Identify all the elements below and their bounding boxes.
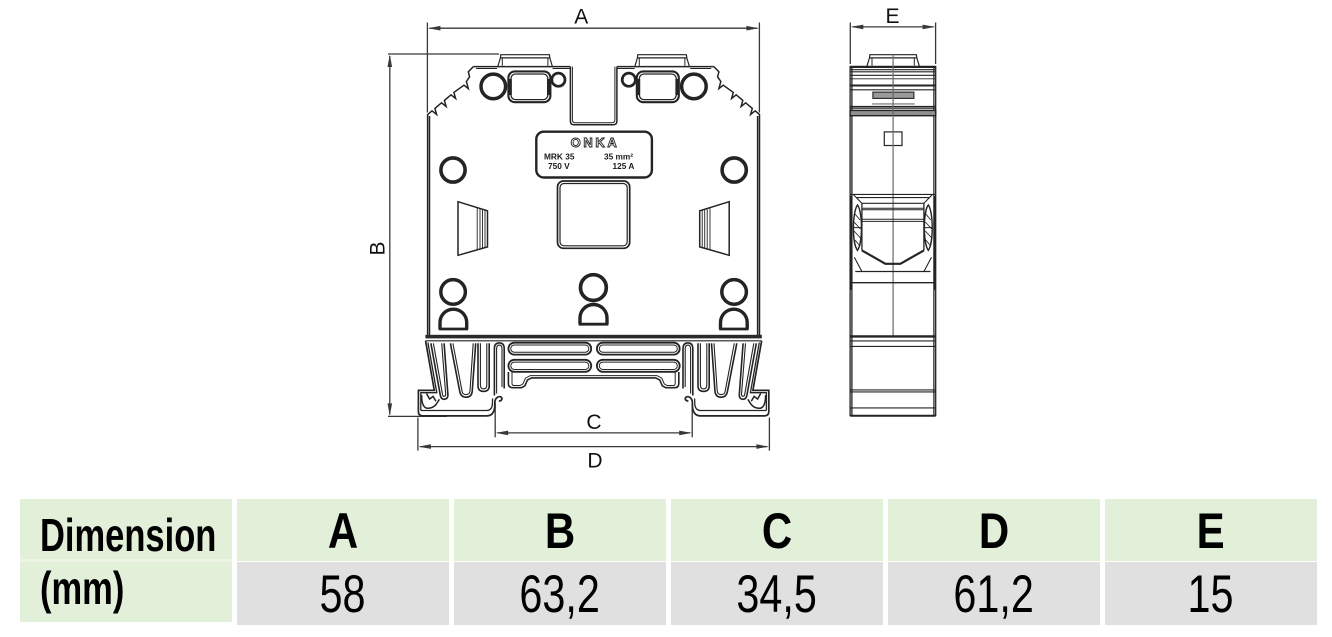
- svg-text:D: D: [587, 449, 602, 472]
- svg-text:B: B: [367, 241, 390, 255]
- svg-text:750 V: 750 V: [548, 161, 570, 171]
- svg-text:C: C: [586, 411, 601, 434]
- svg-text:MRK 35: MRK 35: [544, 151, 575, 161]
- svg-text:E: E: [885, 5, 899, 28]
- svg-text:35 mm²: 35 mm²: [604, 151, 633, 161]
- svg-text:ONKA: ONKA: [571, 135, 620, 150]
- svg-text:125 A: 125 A: [613, 161, 635, 171]
- svg-text:A: A: [574, 6, 588, 29]
